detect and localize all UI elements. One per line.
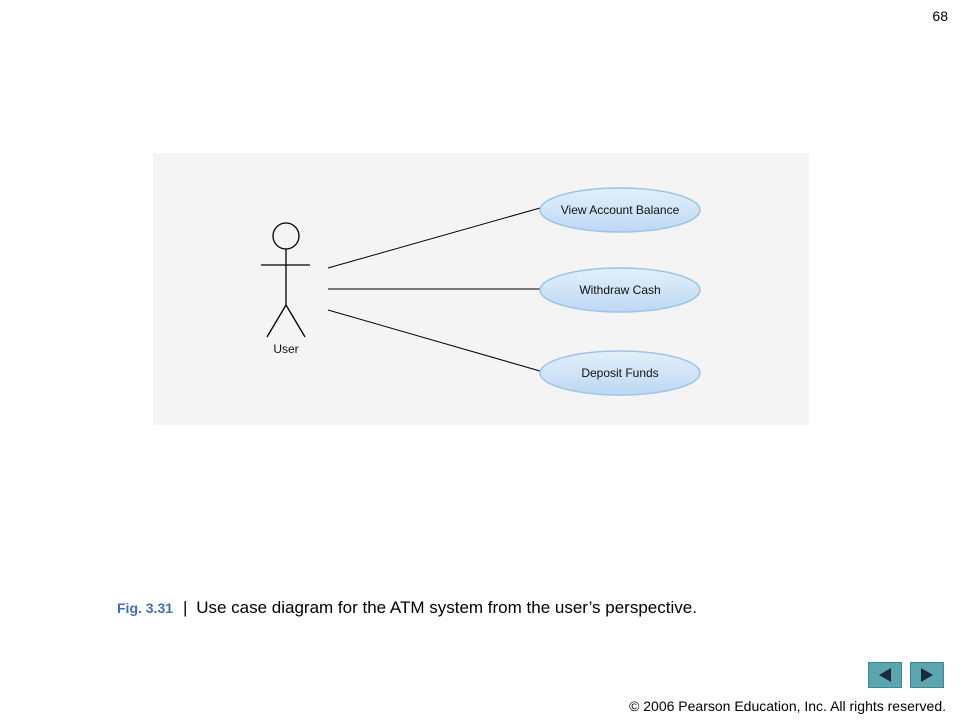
next-slide-button[interactable] [910,662,944,688]
left-arrow-icon [879,668,891,682]
previous-slide-button[interactable] [868,662,902,688]
caption-text: Use case diagram for the ATM system from… [196,598,697,617]
use-case-label: Deposit Funds [581,366,658,380]
use-case-view-account-balance: View Account Balance [539,187,701,233]
use-case-diagram: User View Account Balance Withdraw Cash … [153,153,809,425]
actor-user [261,222,310,338]
page-number: 68 [932,8,948,24]
slide-navigation [868,662,944,688]
actor-right-leg [285,304,306,338]
association-line-deposit [327,309,541,372]
use-case-deposit-funds: Deposit Funds [539,350,701,396]
right-arrow-icon [921,668,933,682]
actor-left-leg [266,304,287,338]
figure-caption: Fig. 3.31 | Use case diagram for the ATM … [117,598,697,618]
use-case-withdraw-cash: Withdraw Cash [539,267,701,313]
use-case-label: Withdraw Cash [579,283,660,297]
copyright-notice: © 2006 Pearson Education, Inc. All right… [629,698,946,714]
actor-label: User [273,342,298,356]
diagram-canvas: User View Account Balance Withdraw Cash … [261,187,701,396]
actor-head [272,222,300,250]
figure-number: Fig. 3.31 [117,600,174,616]
caption-separator: | [183,598,188,617]
use-case-label: View Account Balance [561,203,680,217]
association-line-view-balance [327,207,541,269]
